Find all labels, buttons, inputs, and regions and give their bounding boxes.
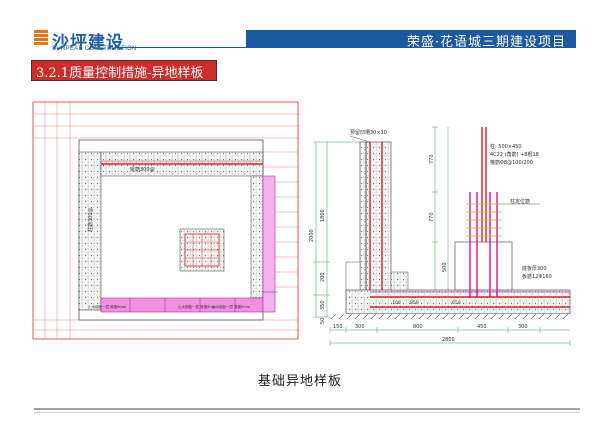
- construction-drawing: 梁筋300@ 柱筋300@ 止水钢板一层 厚度6mm 止水钢板一层 厚度6mm …: [32, 101, 571, 346]
- column-bars-label: 4C22 (角筋) +8根18: [490, 151, 539, 158]
- dim-v-8: 500: [442, 262, 448, 272]
- project-title: 荣盛·花语城三期建设项目: [406, 35, 566, 50]
- slab-thickness-label: 底板厚300: [522, 265, 547, 272]
- beam-label: 梁筋300@: [130, 166, 155, 173]
- dim-s-2: 850: [410, 300, 419, 306]
- groove-label: 预留凹槽30×30: [350, 129, 387, 136]
- dim-b-5: 300: [518, 324, 528, 330]
- footer-divider-thin: [34, 412, 580, 413]
- dim-b-3: 800: [413, 324, 423, 330]
- dim-v-4: 350: [320, 300, 326, 310]
- callout-2: 止水钢板一层 厚度6mm: [178, 304, 217, 309]
- column-label: 柱筋300@: [87, 207, 94, 232]
- dim-v-5: 50: [320, 318, 326, 324]
- callout-3: 止水钢板一层 厚度6mm: [212, 304, 251, 309]
- dim-v-3: 200: [320, 272, 326, 282]
- logo-icon: [34, 30, 48, 46]
- positioner-label: 柱定位筋: [510, 198, 530, 205]
- column-stirrup-label: 箍筋Φ8@100/200: [490, 159, 533, 166]
- column-size-label: 柱: 500×450: [490, 143, 522, 150]
- slab-bars-label: 板筋12Φ160: [522, 273, 552, 280]
- dim-v-6: 770: [429, 154, 435, 164]
- dim-v-2: 1800: [320, 209, 326, 222]
- dim-s-1: 100: [392, 300, 401, 306]
- plan-view: 梁筋300@ 柱筋300@ 止水钢板一层 厚度6mm 止水钢板一层 厚度6mm …: [32, 101, 299, 340]
- footer-divider: [34, 408, 580, 410]
- logo-text: 沙坪建设: [52, 33, 124, 53]
- dim-b-4: 450: [477, 324, 487, 330]
- section-title: 3.2.1质量控制措施-异地样板: [36, 66, 204, 81]
- dim-s-3: 650: [452, 300, 461, 306]
- logo-subtext: SUNPEAK CONSTRUCTION: [52, 46, 137, 52]
- callout-1: 止水钢板一层 厚度6mm: [88, 304, 127, 309]
- header-divider: [116, 47, 576, 48]
- dim-b-1: 150: [333, 324, 343, 330]
- figure-caption: 基础异地样板: [257, 374, 342, 389]
- dim-v-1: 2000: [309, 229, 315, 242]
- section-heading: 3.2.1质量控制措施-异地样板: [31, 60, 217, 81]
- dim-b-total: 2800: [442, 337, 455, 343]
- section-view: 预留凹槽30×30 柱: 500×450 4C22 (角筋) +8根18 箍筋Φ…: [309, 126, 571, 346]
- dim-v-7: 770: [429, 212, 435, 222]
- header: 沙坪建设 SUNPEAK CONSTRUCTION 荣盛·花语城三期建设项目: [0, 0, 600, 56]
- dim-b-2: 300: [355, 324, 365, 330]
- project-banner: 荣盛·花语城三期建设项目: [246, 30, 576, 50]
